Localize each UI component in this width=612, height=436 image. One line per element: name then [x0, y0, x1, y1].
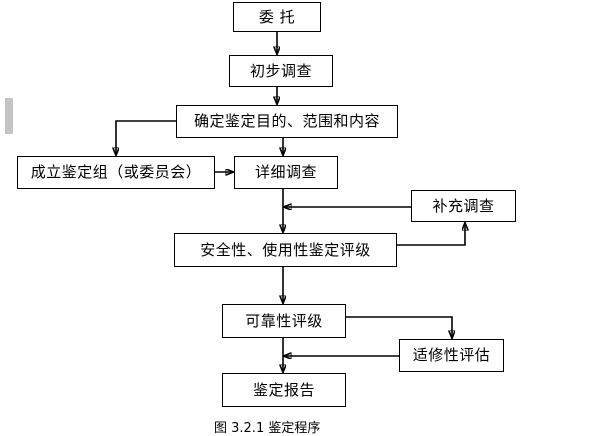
node-safety-usability-rating[interactable]: 安全性、使用性鉴定评级	[174, 233, 397, 267]
figure-caption: 图 3.2.1 鉴定程序	[214, 421, 321, 436]
node-preliminary-investigation[interactable]: 初步调查	[229, 55, 333, 87]
node-supplementary-investigation[interactable]: 补充调查	[411, 190, 516, 222]
node-define-scope-label: 确定鉴定目的、范围和内容	[193, 112, 380, 130]
node-appraisal-report[interactable]: 鉴定报告	[222, 373, 346, 407]
node-detailed-investigation[interactable]: 详细调查	[234, 156, 338, 189]
node-entrust[interactable]: 委 托	[233, 2, 321, 32]
node-entrust-label: 委 托	[258, 7, 296, 26]
page-margin-mark	[5, 98, 13, 134]
edge-reliability-to-repairability	[346, 316, 452, 338]
node-preliminary-investigation-label: 初步调查	[249, 61, 312, 80]
edge-scope-to-group	[116, 120, 176, 155]
node-form-appraisal-group[interactable]: 成立鉴定组（或委员会）	[17, 156, 215, 189]
node-reliability-rating[interactable]: 可靠性评级	[222, 304, 346, 338]
node-define-scope[interactable]: 确定鉴定目的、范围和内容	[176, 105, 398, 138]
node-safety-usability-rating-label: 安全性、使用性鉴定评级	[200, 240, 371, 259]
node-appraisal-report-label: 鉴定报告	[252, 380, 315, 399]
node-supplementary-investigation-label: 补充调查	[432, 196, 495, 215]
node-reliability-rating-label: 可靠性评级	[245, 311, 323, 330]
node-repairability-assessment-label: 适修性评估	[412, 346, 491, 364]
node-detailed-investigation-label: 详细调查	[254, 163, 317, 181]
node-form-appraisal-group-label: 成立鉴定组（或委员会）	[30, 163, 202, 181]
edge-safety-rating-to-supplement	[397, 223, 465, 246]
node-repairability-assessment[interactable]: 适修性评估	[399, 339, 504, 372]
